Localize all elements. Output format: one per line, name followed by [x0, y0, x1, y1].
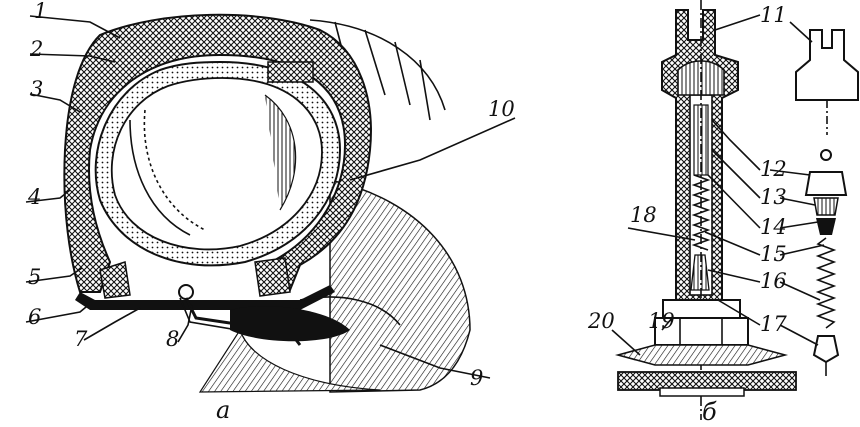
callout-5: 5 — [28, 265, 41, 289]
callout-16: 16 — [760, 269, 787, 293]
callout-15: 15 — [760, 242, 787, 266]
callout-14: 14 — [760, 215, 787, 239]
valve-assembly-drawing — [614, 0, 859, 420]
callout-11: 11 — [760, 3, 787, 27]
callout-9: 9 — [470, 366, 483, 390]
wheel-cross-section-drawing — [63, 13, 471, 393]
callout-3: 3 — [30, 77, 43, 101]
caption-left: a — [216, 396, 230, 424]
callout-17: 17 — [760, 312, 787, 336]
callout-6: 6 — [28, 305, 41, 329]
callout-4: 4 — [27, 185, 41, 209]
callouts-right: 11 12 13 14 15 16 17 18 19 20 — [587, 3, 787, 336]
leader-lines — [25, 14, 825, 379]
callout-18: 18 — [630, 203, 657, 227]
callout-13: 13 — [760, 185, 787, 209]
callout-1: 1 — [34, 0, 47, 23]
callout-20: 20 — [587, 309, 615, 333]
callout-12: 12 — [760, 157, 787, 181]
callout-10: 10 — [488, 97, 515, 121]
callout-19: 19 — [648, 309, 675, 333]
caption-right: б — [702, 398, 717, 426]
callout-7: 7 — [74, 327, 88, 351]
callout-8: 8 — [166, 327, 179, 351]
callout-2: 2 — [29, 37, 43, 61]
callouts-left: 1 2 3 4 5 6 7 8 9 10 — [27, 0, 515, 390]
